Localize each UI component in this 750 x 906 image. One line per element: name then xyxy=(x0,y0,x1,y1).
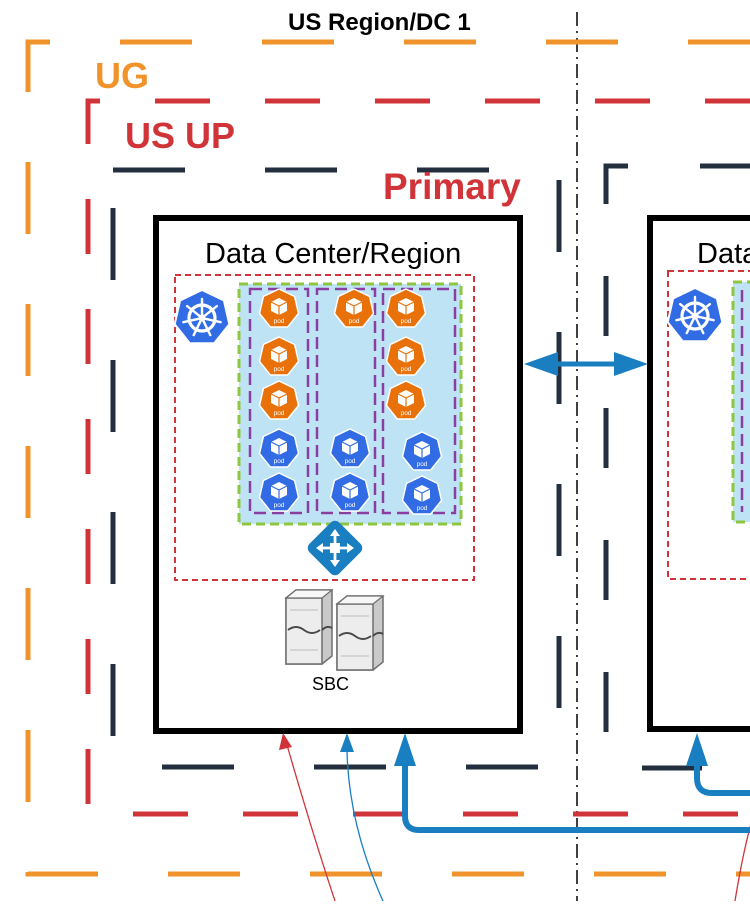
primary-boundary xyxy=(110,167,562,770)
k8s-cluster-boundary xyxy=(174,274,475,581)
primary-label: Primary xyxy=(383,166,521,207)
sbc-server-icon xyxy=(285,589,333,665)
sbc-label: SBC xyxy=(312,674,350,694)
us-up-label: US UP xyxy=(125,115,236,156)
secondary-k8s-cluster-boundary xyxy=(667,270,750,580)
load-balancer-icon xyxy=(307,520,363,576)
ug-label: UG xyxy=(95,55,149,96)
datacenter-label-secondary: Data xyxy=(697,238,750,270)
red-link xyxy=(279,733,336,902)
datacenter-label-primary: Data Center/Region xyxy=(205,238,462,270)
region-title: US Region/DC 1 xyxy=(288,9,471,36)
blue-link-thick xyxy=(394,733,750,833)
secondary-boundary xyxy=(603,163,750,771)
blue-link-thick-secondary xyxy=(686,733,750,796)
ug-boundary xyxy=(25,39,750,877)
sbc-server-icon xyxy=(336,595,384,671)
node-column-2 xyxy=(315,287,377,515)
replication-link xyxy=(524,352,648,376)
blue-link-thin xyxy=(340,733,384,902)
us-up-boundary xyxy=(85,98,750,817)
